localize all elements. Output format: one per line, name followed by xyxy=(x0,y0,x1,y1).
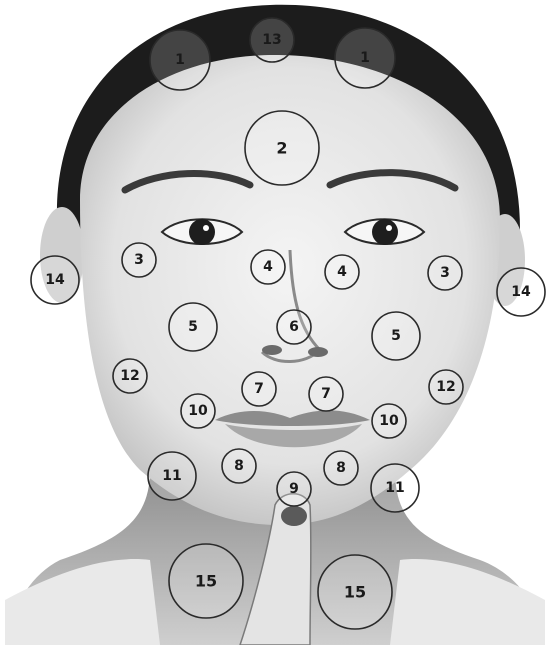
zone-12-marker: 12 xyxy=(429,370,463,404)
zone-number: 5 xyxy=(391,328,401,344)
zone-number: 1 xyxy=(175,52,185,68)
zone-11-marker: 11 xyxy=(371,464,419,512)
zone-number: 9 xyxy=(289,481,299,497)
zone-number: 14 xyxy=(511,284,531,300)
nostril-right xyxy=(308,347,328,357)
zone-10-marker: 10 xyxy=(372,404,406,438)
zone-number: 4 xyxy=(337,264,347,280)
zone-number: 1 xyxy=(360,50,370,66)
zone-number: 2 xyxy=(276,139,287,158)
nostril-left xyxy=(262,345,282,355)
zone-11-marker: 11 xyxy=(148,452,196,500)
zone-14-marker: 14 xyxy=(31,256,79,304)
zone-8-marker: 8 xyxy=(324,451,358,485)
zone-12-marker: 12 xyxy=(113,359,147,393)
zone-number: 3 xyxy=(134,252,144,268)
zone-number: 4 xyxy=(263,259,273,275)
zone-number: 12 xyxy=(436,379,455,395)
zone-number: 15 xyxy=(195,572,217,591)
zone-15-marker: 15 xyxy=(318,555,392,629)
zone-number: 10 xyxy=(379,413,399,429)
zone-3-marker: 3 xyxy=(428,256,462,290)
zone-number: 6 xyxy=(289,319,299,335)
zone-10-marker: 10 xyxy=(181,394,215,428)
zone-number: 8 xyxy=(234,458,244,474)
zone-number: 10 xyxy=(188,403,208,419)
zone-5-marker: 5 xyxy=(169,303,217,351)
zone-1-marker: 1 xyxy=(150,30,210,90)
zone-number: 15 xyxy=(344,583,366,602)
zone-number: 8 xyxy=(336,460,346,476)
zone-2-marker: 2 xyxy=(245,111,319,185)
zone-4-marker: 4 xyxy=(251,250,285,284)
zone-number: 14 xyxy=(45,272,65,288)
zone-number: 11 xyxy=(385,480,404,496)
zone-number: 5 xyxy=(188,319,198,335)
zone-14-marker: 14 xyxy=(497,268,545,316)
zone-9-marker: 9 xyxy=(277,472,311,506)
zone-number: 13 xyxy=(262,32,281,48)
zone-7-marker: 7 xyxy=(242,372,276,406)
zone-15-marker: 15 xyxy=(169,544,243,618)
zone-number: 7 xyxy=(254,381,264,397)
zone-1-marker: 1 xyxy=(335,28,395,88)
zone-3-marker: 3 xyxy=(122,243,156,277)
zone-number: 3 xyxy=(440,265,450,281)
zone-13-marker: 13 xyxy=(250,18,294,62)
zone-4-marker: 4 xyxy=(325,255,359,289)
zone-5-marker: 5 xyxy=(372,312,420,360)
zone-6-marker: 6 xyxy=(277,310,311,344)
zone-7-marker: 7 xyxy=(309,377,343,411)
zone-number: 12 xyxy=(120,368,139,384)
zone-8-marker: 8 xyxy=(222,449,256,483)
fingernail xyxy=(281,506,307,526)
zone-number: 7 xyxy=(321,386,331,402)
zone-number: 11 xyxy=(162,468,181,484)
